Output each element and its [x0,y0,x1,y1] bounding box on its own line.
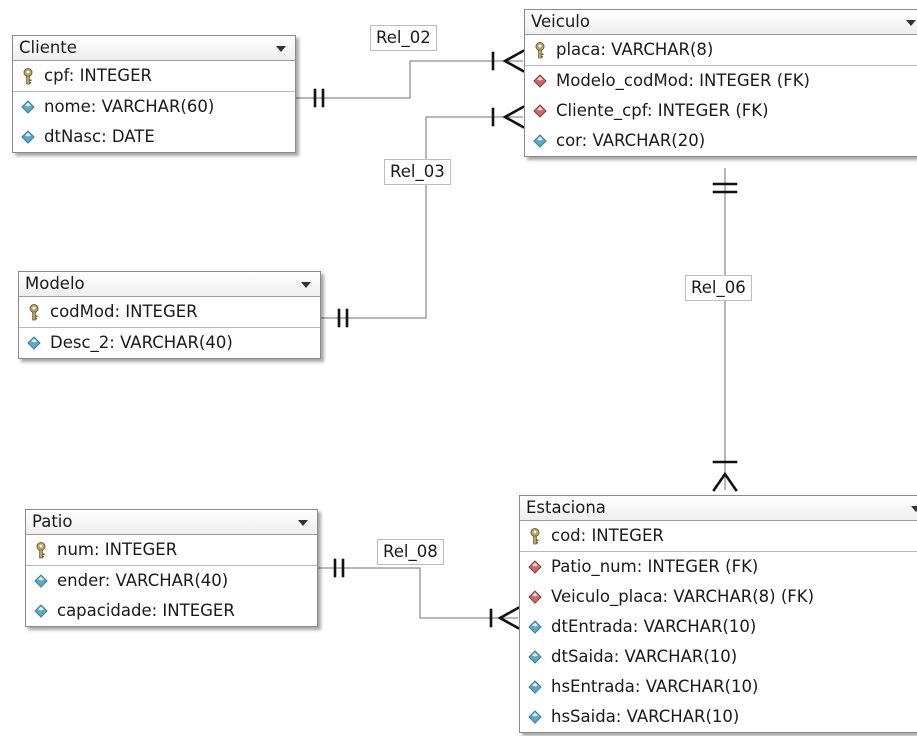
attribute-text: hsEntrada: VARCHAR(10) [551,677,759,696]
entity-cliente[interactable]: Cliente cpf: INTEGER nome: VARCHAR(60) dtNa… [12,35,296,153]
dropdown-arrow-icon[interactable] [911,506,917,512]
dropdown-arrow-icon[interactable] [276,46,286,52]
attribute-row[interactable]: cpf: INTEGER [13,61,295,92]
attribute-text: Modelo_codMod: INTEGER (FK) [556,71,810,90]
attribute-row[interactable]: hsEntrada: VARCHAR(10) [520,672,917,702]
attribute-text: placa: VARCHAR(8) [556,40,714,59]
attribute-row[interactable]: Veiculo_placa: VARCHAR(8) (FK) [520,582,917,612]
attribute-row[interactable]: dtEntrada: VARCHAR(10) [520,612,917,642]
attribute-icon [526,678,544,696]
attribute-text: Cliente_cpf: INTEGER (FK) [556,101,769,120]
attribute-row[interactable]: cor: VARCHAR(20) [525,126,917,156]
foreign-key-icon [531,72,549,90]
entity-modelo[interactable]: Modelo codMod: INTEGER Desc_2: VARCHAR(40) [18,271,321,359]
attribute-icon [526,648,544,666]
dropdown-arrow-icon[interactable] [301,282,311,288]
rel-02-line [296,60,523,99]
foreign-key-icon [531,102,549,120]
attribute-row[interactable]: cod: INTEGER [520,521,917,552]
entity-veiculo[interactable]: Veiculo placa: VARCHAR(8) Modelo_codMod: I… [524,9,917,157]
key-icon [526,527,544,545]
key-icon [32,541,50,559]
entity-title: Estaciona [526,498,606,517]
entity-header[interactable]: Estaciona [520,496,917,521]
foreign-key-icon [526,558,544,576]
attribute-row[interactable]: num: INTEGER [26,535,317,566]
attribute-row[interactable]: placa: VARCHAR(8) [525,35,917,66]
rel-08-label[interactable]: Rel_08 [377,539,444,565]
attribute-text: Patio_num: INTEGER (FK) [551,557,759,576]
entity-header[interactable]: Patio [26,510,317,535]
entity-estaciona[interactable]: Estaciona cod: INTEGER Patio_num: INTEGER … [519,495,917,733]
entity-header[interactable]: Veiculo [525,10,917,35]
attribute-icon [32,572,50,590]
attribute-text: Desc_2: VARCHAR(40) [50,333,233,352]
rel-06-label[interactable]: Rel_06 [685,275,752,301]
key-icon [531,41,549,59]
entity-header[interactable]: Cliente [13,36,295,61]
attribute-row[interactable]: Desc_2: VARCHAR(40) [19,328,320,358]
rel-08-line [318,567,518,619]
entity-title: Veiculo [531,12,590,31]
attribute-text: num: INTEGER [57,540,178,559]
dropdown-arrow-icon[interactable] [298,520,308,526]
dropdown-arrow-icon[interactable] [906,20,916,26]
attribute-row[interactable]: Cliente_cpf: INTEGER (FK) [525,96,917,126]
attribute-text: capacidade: INTEGER [57,601,235,620]
attribute-text: cod: INTEGER [551,526,664,545]
foreign-key-icon [526,588,544,606]
attribute-text: dtNasc: DATE [44,127,155,146]
attribute-text: nome: VARCHAR(60) [44,97,215,116]
entity-patio[interactable]: Patio num: INTEGER ender: VARCHAR(40) capac… [25,509,318,627]
attribute-icon [19,98,37,116]
attribute-icon [19,128,37,146]
attribute-icon [32,602,50,620]
attribute-icon [25,334,43,352]
key-icon [25,303,43,321]
attribute-row[interactable]: hsSaida: VARCHAR(10) [520,702,917,732]
attribute-row[interactable]: ender: VARCHAR(40) [26,566,317,596]
entity-title: Patio [32,512,73,531]
entity-title: Modelo [25,274,85,293]
rel-02-label[interactable]: Rel_02 [370,25,437,51]
attribute-text: Veiculo_placa: VARCHAR(8) (FK) [551,587,815,606]
attribute-text: cpf: INTEGER [44,66,152,85]
attribute-text: hsSaida: VARCHAR(10) [551,707,740,726]
attribute-row[interactable]: Patio_num: INTEGER (FK) [520,552,917,582]
attribute-row[interactable]: codMod: INTEGER [19,297,320,328]
attribute-row[interactable]: dtSaida: VARCHAR(10) [520,642,917,672]
attribute-icon [526,618,544,636]
attribute-text: dtSaida: VARCHAR(10) [551,647,738,666]
attribute-text: codMod: INTEGER [50,302,198,321]
rel-03-line [321,116,523,319]
attribute-row[interactable]: Modelo_codMod: INTEGER (FK) [525,66,917,96]
entity-title: Cliente [19,38,77,57]
attribute-text: dtEntrada: VARCHAR(10) [551,617,757,636]
entity-header[interactable]: Modelo [19,272,320,297]
attribute-row[interactable]: capacidade: INTEGER [26,596,317,626]
key-icon [19,67,37,85]
attribute-row[interactable]: nome: VARCHAR(60) [13,92,295,122]
attribute-row[interactable]: dtNasc: DATE [13,122,295,152]
attribute-text: cor: VARCHAR(20) [556,131,706,150]
rel-03-label[interactable]: Rel_03 [384,159,451,185]
attribute-icon [526,708,544,726]
attribute-text: ender: VARCHAR(40) [57,571,229,590]
attribute-icon [531,132,549,150]
